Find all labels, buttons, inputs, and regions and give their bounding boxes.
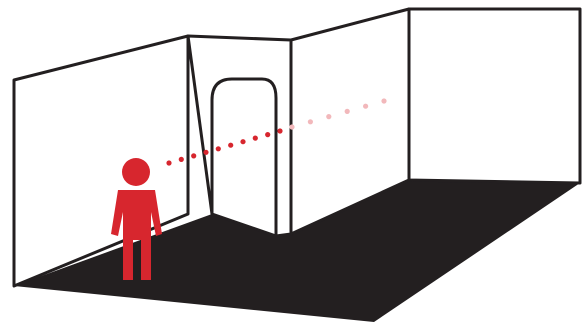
sightline-dot <box>253 136 258 141</box>
back-wall-panel <box>409 9 580 183</box>
sightline-dot <box>191 153 196 158</box>
sightline-dot <box>265 132 270 137</box>
sightline-dot <box>166 160 171 165</box>
sightline-dot-occluded <box>381 98 386 103</box>
person-head <box>122 158 150 186</box>
sightline-dot <box>277 128 282 133</box>
sightline-dot-occluded <box>363 104 368 109</box>
sightline-dot-occluded <box>308 119 313 124</box>
sightline-dot-occluded <box>326 114 331 119</box>
sightline-dot <box>240 139 245 144</box>
sightline-dot-occluded <box>345 109 350 114</box>
sightline-dot <box>216 146 221 151</box>
sightline-dot <box>203 150 208 155</box>
sightline-dot <box>179 157 184 162</box>
sightline-dot <box>228 143 233 148</box>
sightline-dot-occluded <box>289 124 294 129</box>
